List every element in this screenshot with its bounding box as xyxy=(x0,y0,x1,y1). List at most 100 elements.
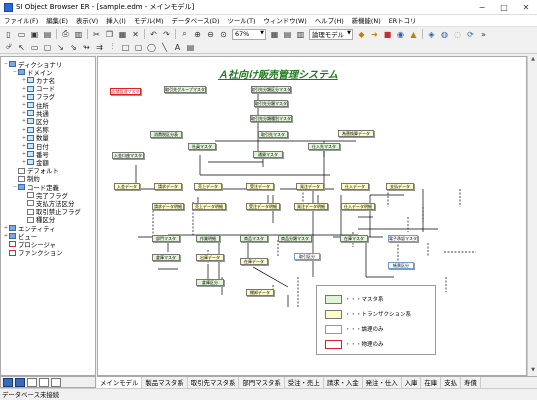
menu-item[interactable]: ERトコリ xyxy=(388,17,417,25)
expand-icon[interactable]: + xyxy=(21,143,27,149)
diagram-tab[interactable]: 発注・仕入 xyxy=(363,377,402,388)
diagram-tab[interactable]: 受注・売上 xyxy=(285,377,324,388)
diagram-list-tab-icon[interactable] xyxy=(15,377,25,387)
diagram-tab[interactable]: 寿債 xyxy=(461,377,481,388)
menu-item[interactable]: データベース(D) xyxy=(171,17,220,25)
tree-node[interactable]: −ディクショナリ xyxy=(3,60,62,69)
tree-node[interactable]: +数量 xyxy=(21,134,49,142)
tree-node[interactable]: 取引禁止フラグ xyxy=(21,208,81,216)
entity-box[interactable]: 仕入先マスタ xyxy=(308,143,340,150)
entity-box[interactable]: 在庫マスタ xyxy=(340,235,368,242)
zoom-fit-icon[interactable]: ⊙ xyxy=(220,29,227,39)
rounded-rect-icon[interactable]: ▢ xyxy=(134,42,143,52)
table-list-tab-icon[interactable] xyxy=(27,377,37,387)
diagram-tab[interactable]: 部門マスタ系 xyxy=(239,377,285,388)
rectangle-icon[interactable]: □ xyxy=(121,42,130,52)
ellipse-icon[interactable]: ◯ xyxy=(147,42,156,52)
paste-icon[interactable]: ▦ xyxy=(118,29,127,39)
entity-box[interactable]: 受注データ xyxy=(246,183,274,190)
menu-item[interactable]: ウィンドウ(W) xyxy=(263,17,307,25)
entity-box[interactable]: 在庫データ xyxy=(240,258,268,265)
tree-node[interactable]: 支払方法区分 xyxy=(21,199,74,208)
diagram-tab[interactable]: 在庫 xyxy=(421,377,442,388)
diagram-tab[interactable]: 製品マスタ系 xyxy=(142,377,188,388)
print-preview-icon[interactable]: ▥ xyxy=(74,29,83,39)
forward-icon[interactable]: ➜ xyxy=(371,29,378,39)
tree-node[interactable]: ファンクション xyxy=(3,249,63,257)
relation-dashed-icon[interactable]: ⇘ xyxy=(70,42,77,52)
subtype-icon[interactable]: ⫶ xyxy=(111,42,114,51)
save-icon[interactable]: ▣ xyxy=(30,29,39,39)
er-diagram-canvas[interactable]: Ａ社向け販売管理システム 店舗管理マスタ 取引先グループマスタ 取引先分類区分マ… xyxy=(97,56,527,376)
expand-icon[interactable]: + xyxy=(21,85,27,92)
domain-list-tab-icon[interactable] xyxy=(39,377,49,387)
entity-box[interactable]: 商品マスタ xyxy=(240,235,268,242)
open-file-icon[interactable]: ▭ xyxy=(17,29,26,39)
entity-box[interactable]: 入金口座マスタ xyxy=(112,152,144,159)
collapse-icon[interactable]: − xyxy=(12,184,18,190)
select-arrow-icon[interactable]: ↖ xyxy=(18,42,25,52)
tree-node[interactable]: +区分 xyxy=(21,117,49,126)
expand-icon[interactable]: + xyxy=(21,134,27,141)
tree-node[interactable]: +エンティティ xyxy=(3,224,56,233)
view-icon[interactable]: ▢ xyxy=(43,42,52,52)
tree-node[interactable]: +番号 xyxy=(21,150,49,159)
entity-box[interactable]: 仕入データ xyxy=(341,183,369,190)
tree-node[interactable]: 制約 xyxy=(12,175,40,183)
entity-box[interactable]: 出庫データ xyxy=(196,254,224,261)
entity-box[interactable]: 取引先グループマスタ xyxy=(164,86,206,93)
entity-box[interactable]: 為替換算データ xyxy=(338,130,374,137)
expand-icon[interactable]: + xyxy=(21,151,27,158)
model-tree-tab-icon[interactable] xyxy=(3,377,13,387)
entity-box[interactable]: 取引先マスタ xyxy=(258,131,288,138)
entity-box[interactable]: 取引先分類マスタ xyxy=(254,100,288,107)
undo-icon[interactable]: ↶ xyxy=(150,29,157,39)
expand-icon[interactable]: + xyxy=(21,93,27,100)
database-icon[interactable]: ◈ xyxy=(428,29,435,39)
minimize-button[interactable]: − xyxy=(478,2,486,12)
export-icon[interactable]: ▲ xyxy=(410,29,417,39)
chevron-right-icon[interactable]: » xyxy=(481,29,486,39)
disconnect-icon[interactable]: ◌ xyxy=(454,29,461,39)
db-icon[interactable]: ◉ xyxy=(397,29,404,39)
tree-node[interactable]: 完了フラグ xyxy=(21,191,68,200)
zoom-select[interactable]: 67% ▼ xyxy=(232,28,266,40)
close-button[interactable]: ✕ xyxy=(522,2,530,12)
self-relation-icon[interactable]: ↬ xyxy=(83,42,90,52)
relation-icon[interactable]: ↘ xyxy=(57,42,64,52)
copy-icon[interactable]: ❐ xyxy=(105,29,114,39)
tree-node[interactable]: −コード定義 xyxy=(12,183,59,192)
entity-box[interactable]: 取引先分類種別マスタ xyxy=(250,115,292,122)
tree-node[interactable]: デフォルト xyxy=(12,167,59,175)
entity-box[interactable]: 受注データ明細 xyxy=(246,203,280,210)
maximize-button[interactable]: □ xyxy=(500,2,508,12)
entity-box[interactable]: 支払データ xyxy=(386,183,414,190)
redo-icon[interactable]: ↷ xyxy=(163,29,170,39)
entity-box[interactable]: 発注データ xyxy=(296,183,324,190)
expand-icon[interactable]: + xyxy=(21,126,27,133)
expand-icon[interactable]: + xyxy=(21,110,27,117)
menu-item[interactable]: 新機能(N) xyxy=(351,17,381,25)
menu-item[interactable]: 表示(V) xyxy=(76,17,99,25)
vertical-scrollbar[interactable]: ▲ ▼ xyxy=(527,56,537,376)
zoom-out-icon[interactable]: ⊖ xyxy=(207,29,214,39)
tree-node[interactable]: +ビュー xyxy=(3,232,37,241)
collapse-icon[interactable]: − xyxy=(12,69,18,76)
entity-box[interactable]: 仕入データ明細 xyxy=(341,203,375,210)
menu-item[interactable]: ツール(T) xyxy=(227,17,256,25)
scroll-down-icon[interactable]: ▼ xyxy=(531,367,535,373)
entity-box[interactable]: 商品分類マスタ xyxy=(278,235,312,242)
tree-node[interactable]: +名称 xyxy=(21,126,49,134)
tree-node[interactable]: +コード xyxy=(21,85,55,93)
new-file-icon[interactable]: ▯ xyxy=(6,29,11,39)
tree-node[interactable]: +共通 xyxy=(21,109,49,118)
tree-node[interactable]: −ドメイン xyxy=(12,68,53,77)
entity-box[interactable]: 作業明細 xyxy=(196,235,220,242)
expand-icon[interactable]: + xyxy=(3,225,9,231)
menu-item[interactable]: ファイル(F) xyxy=(4,17,39,25)
grid-icon[interactable]: ▦ xyxy=(270,29,279,39)
diagram-tab[interactable]: 請求・入金 xyxy=(324,377,363,388)
menu-item[interactable]: 編集(E) xyxy=(46,17,69,25)
find-icon[interactable]: ⌕ xyxy=(182,29,187,38)
model-tree[interactable]: −ディクショナリ−ドメイン+カナ名+コード+フラグ+住所+共通+区分+名称+数量… xyxy=(0,56,96,376)
